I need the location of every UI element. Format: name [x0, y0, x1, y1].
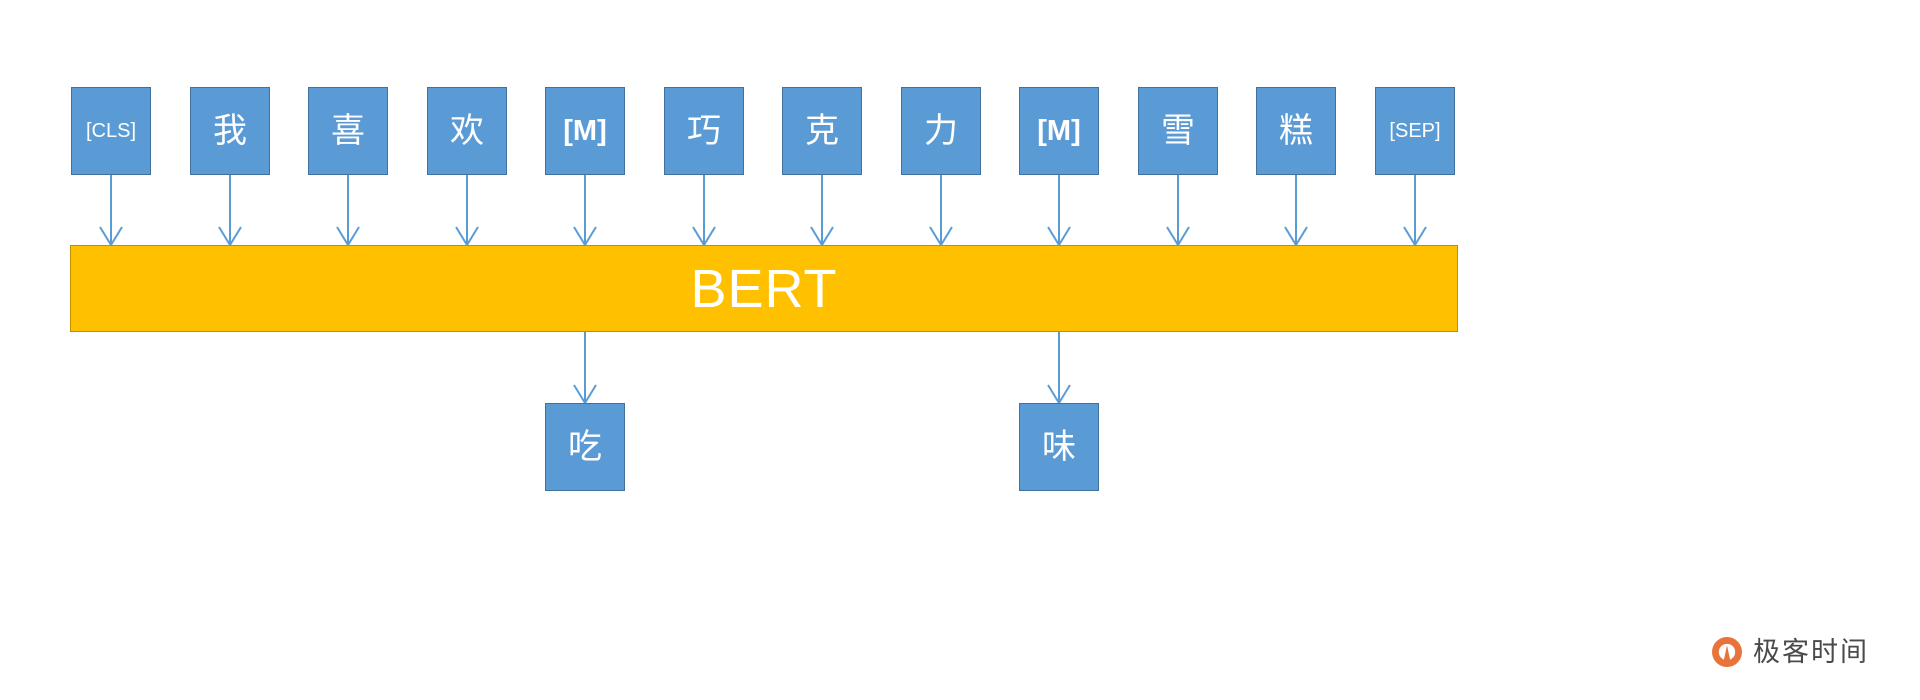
input-arrow-8	[1047, 175, 1071, 247]
watermark-text: 极客时间	[1753, 636, 1869, 668]
input-token-5[interactable]: 巧	[664, 87, 744, 175]
input-token-label: [CLS]	[85, 120, 137, 142]
input-token-1[interactable]: 我	[190, 87, 270, 175]
input-token-label: [M]	[1037, 114, 1081, 147]
input-token-7[interactable]: 力	[901, 87, 981, 175]
input-token-10[interactable]: 糕	[1256, 87, 1336, 175]
output-arrow-1	[1047, 332, 1071, 405]
input-token-label: 喜	[331, 112, 365, 150]
geektime-logo-icon	[1712, 637, 1742, 667]
watermark: 极客时间	[1710, 635, 1869, 669]
input-token-label: 雪	[1161, 112, 1195, 150]
output-arrow-0	[573, 332, 597, 405]
input-arrow-7	[929, 175, 953, 247]
input-arrow-10	[1284, 175, 1308, 247]
input-token-label: 欢	[450, 112, 484, 150]
input-token-label: 克	[805, 112, 839, 150]
input-token-6[interactable]: 克	[782, 87, 862, 175]
input-arrow-11	[1403, 175, 1427, 247]
input-token-label: 我	[213, 112, 247, 150]
output-token-label: 味	[1042, 428, 1076, 466]
input-token-4[interactable]: [M]	[545, 87, 625, 175]
input-token-11[interactable]: [SEP]	[1375, 87, 1455, 175]
input-token-label: [M]	[563, 114, 607, 147]
input-arrow-9	[1166, 175, 1190, 247]
input-arrow-4	[573, 175, 597, 247]
input-token-8[interactable]: [M]	[1019, 87, 1099, 175]
bert-encoder-block[interactable]: BERT	[70, 245, 1458, 332]
input-token-label: 力	[924, 112, 958, 150]
bert-label: BERT	[690, 258, 838, 319]
input-token-9[interactable]: 雪	[1138, 87, 1218, 175]
output-token-label: 吃	[568, 428, 602, 466]
input-arrow-5	[692, 175, 716, 247]
input-arrow-1	[218, 175, 242, 247]
input-arrow-0	[99, 175, 123, 247]
input-arrow-6	[810, 175, 834, 247]
input-token-3[interactable]: 欢	[427, 87, 507, 175]
input-arrow-3	[455, 175, 479, 247]
input-token-label: [SEP]	[1389, 120, 1441, 142]
input-token-0[interactable]: [CLS]	[71, 87, 151, 175]
input-token-label: 巧	[687, 112, 721, 150]
input-token-2[interactable]: 喜	[308, 87, 388, 175]
input-arrow-2	[336, 175, 360, 247]
output-token-1[interactable]: 味	[1019, 403, 1099, 491]
input-token-label: 糕	[1279, 112, 1313, 150]
output-token-0[interactable]: 吃	[545, 403, 625, 491]
